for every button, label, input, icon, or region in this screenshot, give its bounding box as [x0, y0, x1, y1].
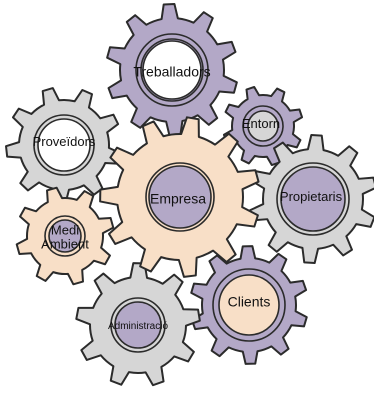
gear-hub-administracio — [114, 301, 162, 349]
gear-proveidors — [5, 87, 123, 204]
label-propietaris: Propietaris — [279, 189, 343, 205]
label-medi-ambient-line-2: Ambient — [41, 236, 89, 251]
gear-ring-empresa — [145, 162, 215, 232]
gear-hub-entorn — [247, 110, 279, 142]
gear-ring-proveidors — [33, 114, 95, 176]
gear-propietaris — [249, 134, 374, 264]
gear-hub-medi-ambient — [48, 219, 82, 253]
gear-hub-proveidors — [37, 118, 91, 172]
gear-hub-propietaris — [280, 166, 346, 232]
gear-hub-empresa — [148, 165, 212, 229]
gear-hub-treballadors — [142, 40, 202, 100]
gear-ring-medi-ambient — [44, 215, 86, 257]
label-medi-ambient: Medi Ambient — [41, 223, 89, 250]
label-entorn: Entorn — [241, 116, 281, 132]
gear-hub-clients — [218, 274, 280, 336]
gear-ring-administracio — [110, 297, 166, 353]
gear-medi-ambient — [15, 186, 115, 286]
gear-treballadors — [106, 3, 238, 137]
gear-ring-propietaris — [276, 162, 350, 236]
label-empresa: Empresa — [149, 190, 207, 207]
gear-inner-ring-treballadors — [140, 38, 204, 102]
gear-ring-entorn — [242, 105, 284, 147]
label-administracio: Administració — [107, 320, 169, 332]
gear-ring-treballadors — [135, 33, 209, 107]
gear-ring-clients — [212, 268, 286, 342]
label-clients: Clients — [227, 293, 271, 310]
label-treballadors: Treballadors — [133, 63, 211, 80]
gear-administracio — [75, 262, 201, 387]
gear-clients — [190, 245, 308, 365]
gear-empresa — [99, 116, 260, 278]
label-proveidors: Proveïdors — [32, 134, 96, 150]
label-medi-ambient-line-1: Medi — [50, 222, 80, 238]
